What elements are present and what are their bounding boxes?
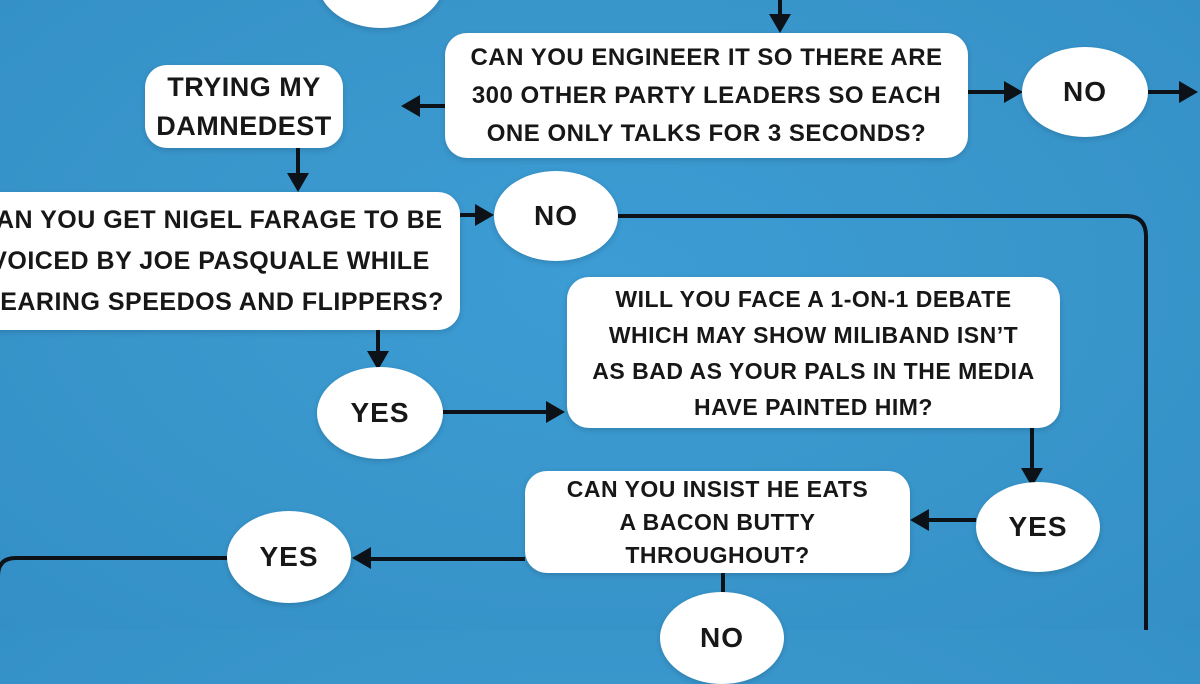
node-label: CAN YOU INSIST HE EATS A BACON BUTTY THR…: [566, 475, 869, 568]
node-question-engineer-300-leaders: CAN YOU ENGINEER IT SO THERE ARE 300 OTH…: [445, 33, 968, 158]
node-label: YES: [1008, 511, 1068, 542]
arrowhead-down-yes-right: [1021, 468, 1043, 487]
arrowhead-right-no-mid: [475, 204, 494, 226]
arrowhead-right-edge: [1179, 81, 1198, 103]
arrowhead-left-bacon: [910, 509, 929, 531]
node-label: NO: [700, 622, 744, 653]
node-trying-my-damnedest: TRYING MY DAMNEDEST: [145, 65, 343, 148]
arrowhead-down-farage: [287, 173, 309, 192]
arrowhead-left-trying: [401, 95, 420, 117]
arrowhead-down-engineer: [769, 14, 791, 33]
node-question-farage-pasquale: CAN YOU GET NIGEL FARAGE TO BE VOICED BY…: [0, 192, 460, 330]
node-answer-yes-middle: YES: [317, 367, 443, 459]
node-label: CAN YOU GET NIGEL FARAGE TO BE VOICED BY…: [0, 205, 444, 316]
flowchart-connectors: [0, 0, 1198, 630]
arrowhead-right-no-top: [1004, 81, 1023, 103]
arrowhead-left-yes-bottom: [352, 547, 371, 569]
node-answer-no-top-right: NO: [1022, 47, 1148, 137]
connector-no-mid-down-right-side: [618, 214, 1148, 630]
node-label: CAN YOU ENGINEER IT SO THERE ARE 300 OTH…: [470, 43, 943, 147]
node-label: YES: [350, 397, 410, 428]
node-question-bacon-butty: CAN YOU INSIST HE EATS A BACON BUTTY THR…: [525, 471, 910, 573]
connector-yes-bottom-down-left-edge: [0, 556, 227, 630]
node-label: NO: [534, 200, 578, 231]
node-label: YES: [259, 541, 319, 572]
node-question-one-on-one-debate: WILL YOU FACE A 1-ON-1 DEBATE WHICH MAY …: [567, 277, 1060, 428]
arrowhead-down-yes-mid: [367, 351, 389, 370]
node-answer-no-bottom: NO: [660, 592, 784, 684]
node-label: WILL YOU FACE A 1-ON-1 DEBATE WHICH MAY …: [592, 285, 1035, 420]
arrowhead-right-debate: [546, 401, 565, 423]
node-answer-no-middle: NO: [494, 171, 618, 261]
node-answer-yes-bottom-left: YES: [227, 511, 351, 603]
node-answer-yes-right: YES: [976, 482, 1100, 572]
node-label: NO: [1063, 76, 1107, 107]
node-label: TRYING MY DAMNEDEST: [156, 71, 332, 141]
